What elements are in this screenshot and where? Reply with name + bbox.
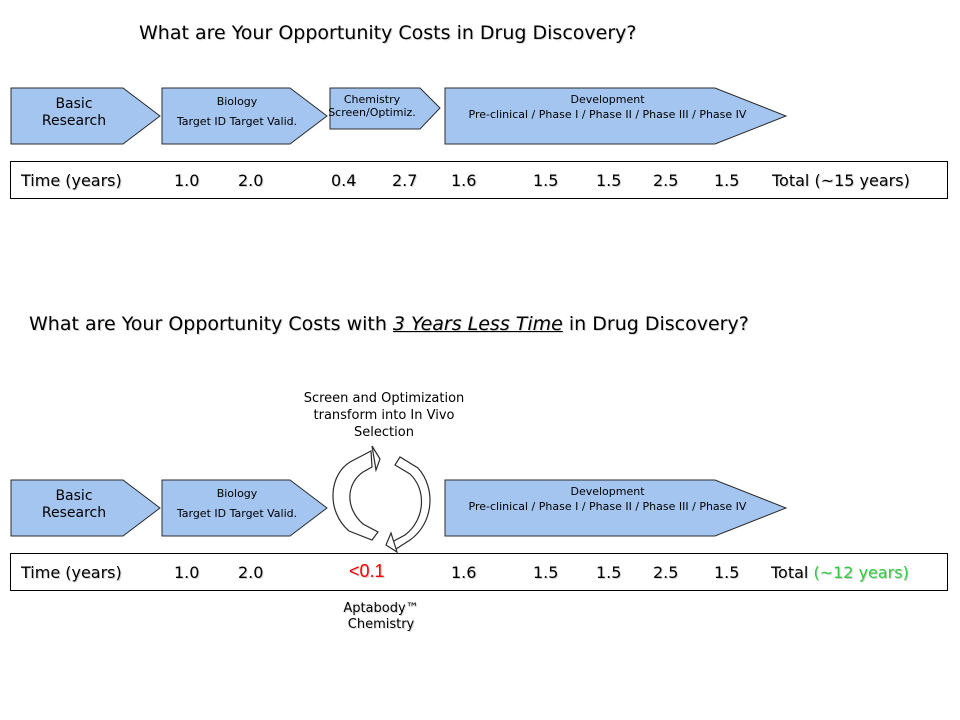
top-basic-research-label: Basic Research	[34, 96, 114, 130]
bottom-development-title: Development	[570, 485, 645, 498]
top-biology-title: Biology	[216, 95, 258, 108]
bottom-biology-arrow	[161, 479, 328, 537]
bottom-total-word: Total	[771, 563, 809, 582]
top-chemistry-line-1: Chemistry	[343, 93, 401, 106]
bottom-time-value: 1.0	[174, 563, 200, 582]
bottom-timeline-box: Time (years) 1.0 2.0 <0.1 1.6 1.5 1.5 2.…	[10, 553, 948, 591]
in-vivo-selection-note: Screen and Optimization transform into I…	[274, 391, 494, 442]
top-time-value: 2.0	[238, 171, 264, 190]
aptabody-line-2: Chemistry	[347, 617, 415, 633]
top-time-label: Time (years)	[21, 171, 122, 190]
top-basic-line-1: Basic	[55, 96, 93, 112]
bottom-basic-line-2: Research	[41, 504, 107, 521]
bottom-time-value: 2.5	[653, 563, 679, 582]
top-timeline-box: Time (years) 1.0 2.0 0.4 2.7 1.6 1.5 1.5…	[10, 161, 948, 199]
bottom-time-value: 1.6	[451, 563, 477, 582]
bottom-basic-research-label: Basic Research	[34, 488, 114, 522]
top-time-value: 2.5	[653, 171, 679, 190]
top-development-label: Development Pre-clinical / Phase I / Pha…	[445, 93, 770, 121]
top-basic-line-2: Research	[41, 112, 107, 129]
note-line-3: Selection	[354, 424, 414, 440]
top-development-sub: Pre-clinical / Phase I / Phase II / Phas…	[468, 108, 747, 122]
top-time-value: 0.4	[331, 171, 357, 190]
top-chemistry-label: Chemistry Screen/Optimiz.	[328, 93, 416, 119]
bottom-title: What are Your Opportunity Costs with 3 Y…	[29, 313, 749, 335]
top-title: What are Your Opportunity Costs in Drug …	[139, 22, 637, 44]
recycle-arrows-icon	[332, 445, 431, 554]
aptabody-chemistry-label: Aptabody™ Chemistry	[316, 601, 446, 634]
bottom-time-label: Time (years)	[21, 563, 122, 582]
top-biology-arrow	[161, 87, 328, 145]
bottom-time-value-highlight: <0.1	[349, 561, 385, 581]
bottom-biology-label: Biology Target ID Target Valid.	[162, 487, 312, 520]
top-biology-sub: Target ID Target Valid.	[176, 115, 298, 129]
bottom-title-emphasis: 3 Years Less Time	[392, 313, 563, 335]
bottom-basic-research-arrow	[10, 479, 161, 537]
note-line-1: Screen and Optimization	[303, 391, 465, 406]
top-chemistry-arrow	[329, 87, 441, 130]
top-biology-label: Biology Target ID Target Valid.	[162, 95, 312, 128]
top-development-title: Development	[570, 93, 645, 106]
bottom-biology-sub: Target ID Target Valid.	[176, 507, 298, 521]
bottom-time-value: 1.5	[596, 563, 622, 582]
bottom-title-post: in Drug Discovery?	[562, 313, 749, 335]
aptabody-line-1: Aptabody™	[343, 601, 419, 616]
top-time-value: 1.5	[714, 171, 740, 190]
top-time-value: 2.7	[392, 171, 418, 190]
top-basic-research-arrow	[10, 87, 161, 145]
note-line-2: transform into In Vivo	[313, 407, 455, 423]
top-total: Total (~15 years)	[772, 171, 910, 190]
top-time-value: 1.5	[596, 171, 622, 190]
bottom-time-value: 1.5	[714, 563, 740, 582]
bottom-title-pre: What are Your Opportunity Costs with	[29, 313, 393, 335]
bottom-time-value: 2.0	[238, 563, 264, 582]
top-time-value: 1.6	[451, 171, 477, 190]
bottom-biology-title: Biology	[216, 487, 258, 500]
bottom-development-sub: Pre-clinical / Phase I / Phase II / Phas…	[468, 500, 747, 514]
bottom-total: Total (~12 years)	[771, 563, 909, 582]
bottom-basic-line-1: Basic	[55, 488, 93, 504]
bottom-development-label: Development Pre-clinical / Phase I / Pha…	[445, 485, 770, 513]
top-development-arrow	[444, 87, 788, 145]
bottom-total-value: (~12 years)	[813, 563, 909, 582]
top-chemistry-line-2: Screen/Optimiz.	[328, 106, 416, 120]
bottom-time-value: 1.5	[533, 563, 559, 582]
top-time-value: 1.0	[174, 171, 200, 190]
top-time-value: 1.5	[533, 171, 559, 190]
bottom-development-arrow	[444, 479, 788, 537]
